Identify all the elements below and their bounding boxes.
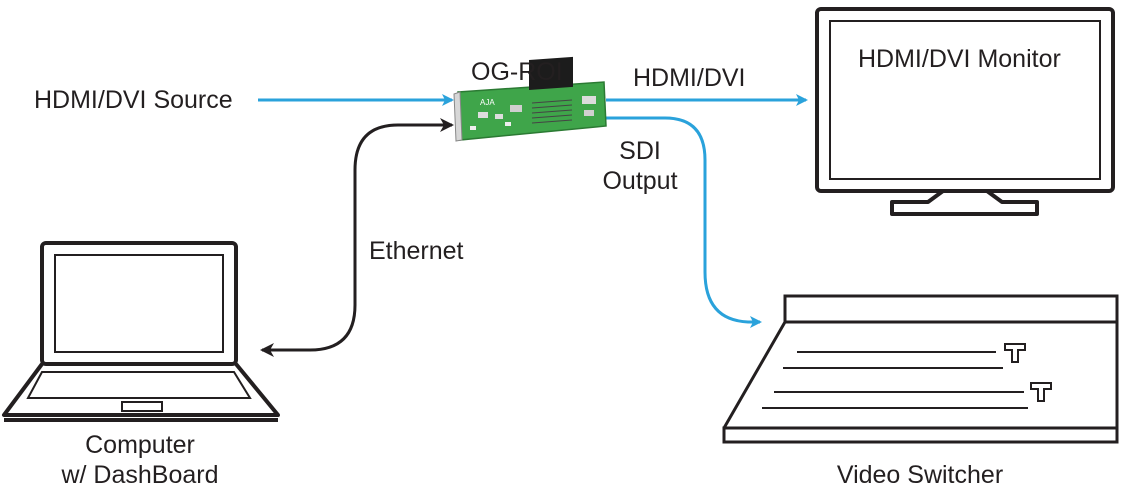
device-label: OG-ROI xyxy=(471,58,563,86)
computer-label-line2: w/ DashBoard xyxy=(61,461,219,489)
sdi-output-label: SDI Output xyxy=(600,136,680,196)
ethernet-label: Ethernet xyxy=(369,237,464,265)
source-label: HDMI/DVI Source xyxy=(34,86,233,114)
sdi-label-line1: SDI xyxy=(619,137,661,165)
sdi-label-line2: Output xyxy=(602,167,678,195)
computer-label: Computer w/ DashBoard xyxy=(40,430,240,490)
switcher-label: Video Switcher xyxy=(836,461,1004,489)
monitor-label: HDMI/DVI Monitor xyxy=(858,45,1061,73)
computer-label-line1: Computer xyxy=(85,431,195,459)
sdi-output-arrow xyxy=(606,116,762,328)
laptop-icon xyxy=(2,241,280,422)
ethernet-link-arrow xyxy=(260,118,454,357)
video-switcher-icon xyxy=(722,294,1119,444)
monitor-icon xyxy=(815,7,1115,216)
card-logo: AJA xyxy=(480,98,495,107)
hdmi-output-label: HDMI/DVI xyxy=(633,64,746,92)
og-roi-card-icon: AJA xyxy=(453,56,607,142)
